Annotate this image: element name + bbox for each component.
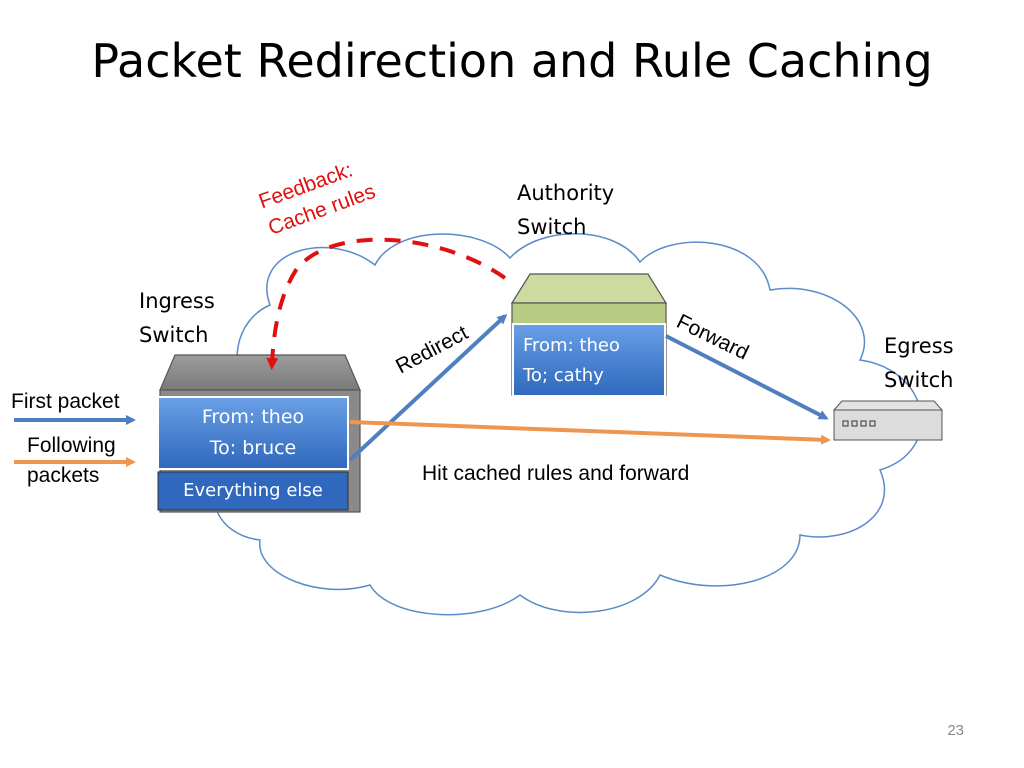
hit-cached-label: Hit cached rules and forward	[422, 462, 690, 485]
forward-arrow	[665, 334, 829, 420]
slide-title: Packet Redirection and Rule Caching	[91, 34, 933, 88]
following-packets-label: Following packets	[27, 434, 116, 487]
ingress-rule-1-box	[157, 396, 349, 470]
cached-forward-arrow	[349, 420, 831, 445]
feedback-arrow	[266, 237, 507, 370]
redirect-arrow	[348, 313, 508, 462]
ingress-rule-2-box	[157, 471, 349, 511]
ingress-rule-2: Everything else	[183, 480, 323, 501]
authority-rule-box	[512, 323, 666, 397]
authority-switch	[510, 273, 668, 397]
ingress-rule-1: From: theo To: bruce	[201, 406, 305, 459]
egress-switch-label: Egress Switch	[884, 334, 954, 392]
first-packet-label: First packet	[11, 390, 120, 413]
ingress-switch	[157, 354, 361, 513]
ingress-switch-label: Ingress Switch	[139, 289, 215, 347]
page-number: 23	[947, 722, 964, 739]
egress-switch	[832, 400, 944, 441]
network-cloud	[213, 233, 923, 616]
authority-rule: From: theo To; cathy	[523, 335, 620, 386]
authority-switch-label: Authority Switch	[517, 181, 615, 239]
